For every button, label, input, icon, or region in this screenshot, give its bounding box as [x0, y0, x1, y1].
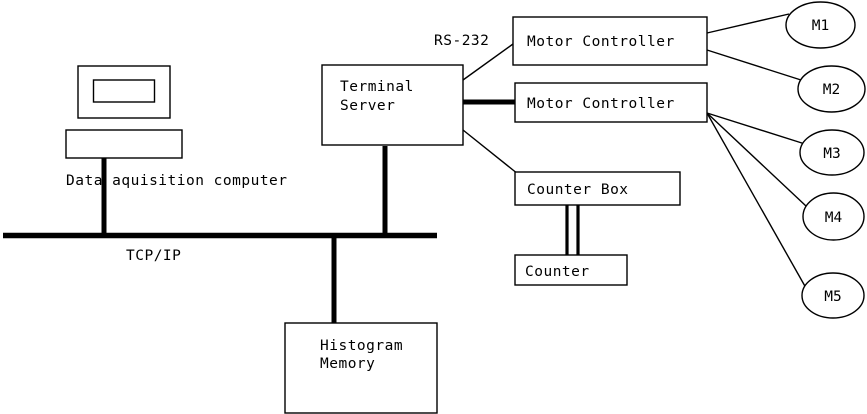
terminal-server-label-line2: Server [340, 98, 395, 114]
motor-controller-1-to-m1-link [706, 13, 790, 34]
terminal-server-to-motor-controller-1-link [462, 43, 514, 81]
counter-label: Counter [525, 264, 590, 280]
histogram-memory-label-line1: Histogram [320, 338, 403, 354]
terminal-server-label-line1: Terminal [340, 79, 414, 95]
motor-controller-1-label: Motor Controller [527, 34, 675, 50]
motor-m4-ellipse [802, 192, 865, 241]
motor-controller-2-to-m3-link [706, 112, 806, 145]
motor-controller-2-to-m5-link [706, 112, 807, 289]
motor-m1-ellipse [785, 1, 856, 49]
motor-m3-ellipse [799, 129, 865, 176]
computer-caption: Data aquisition computer [66, 173, 288, 189]
motor-controller-1-to-m2-link [706, 49, 802, 81]
motor-controller-2-box [514, 82, 708, 123]
histogram-memory-label-line2: Memory [320, 356, 375, 372]
histogram-memory-box [284, 322, 438, 414]
computer-monitor-screen [92, 79, 156, 103]
motor-m1-label: M1 [812, 18, 829, 34]
computer-base-unit [65, 129, 183, 159]
motor-controller-2-label: Motor Controller [527, 96, 675, 112]
motor-m2-label: M2 [823, 82, 840, 98]
motor-controller-2-to-m4-link [706, 112, 807, 207]
terminal-server-box [321, 64, 464, 146]
terminal-server-to-counter-box-link [462, 129, 519, 175]
motor-m2-ellipse [797, 65, 866, 113]
motor-m4-label: M4 [825, 210, 843, 226]
tcpip-bus-label: TCP/IP [126, 248, 181, 264]
motor-m3-label: M3 [823, 146, 840, 162]
motor-controller-1-box [512, 16, 708, 66]
motor-m5-ellipse [801, 272, 865, 319]
counter-box-box [514, 171, 681, 206]
rs232-label: RS-232 [434, 33, 489, 49]
counter-box [514, 254, 628, 286]
counter-box-label: Counter Box [527, 182, 629, 198]
motor-m5-label: M5 [824, 289, 841, 305]
